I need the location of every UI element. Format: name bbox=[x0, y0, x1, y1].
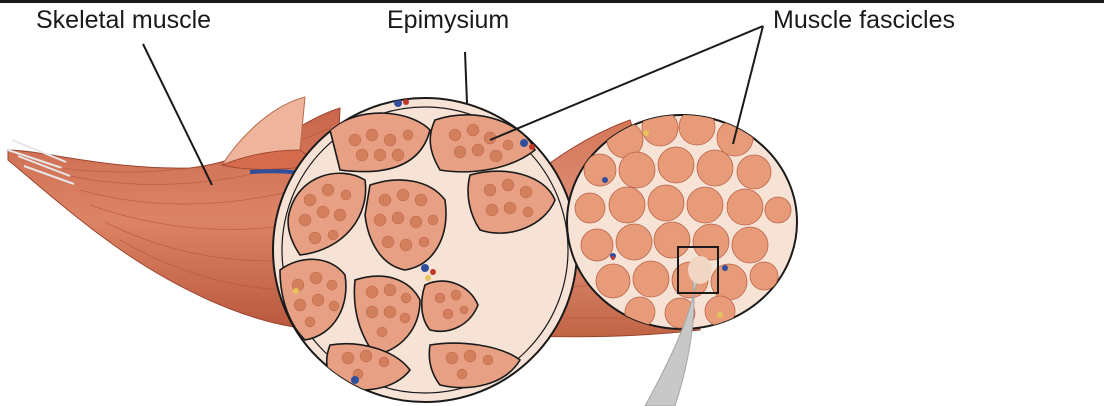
leader-lines bbox=[142, 25, 764, 186]
skeletal-muscle-leader bbox=[142, 43, 213, 186]
epimysium-leader bbox=[464, 51, 468, 104]
muscle-fascicles-label: Muscle fascicles bbox=[773, 6, 955, 34]
zoom-box bbox=[677, 246, 719, 294]
fascicles-leader-1 bbox=[489, 25, 764, 141]
skeletal-muscle-label: Skeletal muscle bbox=[36, 6, 212, 34]
top-border bbox=[0, 0, 1104, 3]
muscle-cross-section bbox=[272, 97, 578, 403]
epimysium-label: Epimysium bbox=[387, 6, 510, 34]
fascicles-leader-2 bbox=[732, 25, 764, 145]
zoomed-fascicle bbox=[688, 256, 712, 284]
fascicle-cross-section-detail bbox=[566, 114, 798, 330]
